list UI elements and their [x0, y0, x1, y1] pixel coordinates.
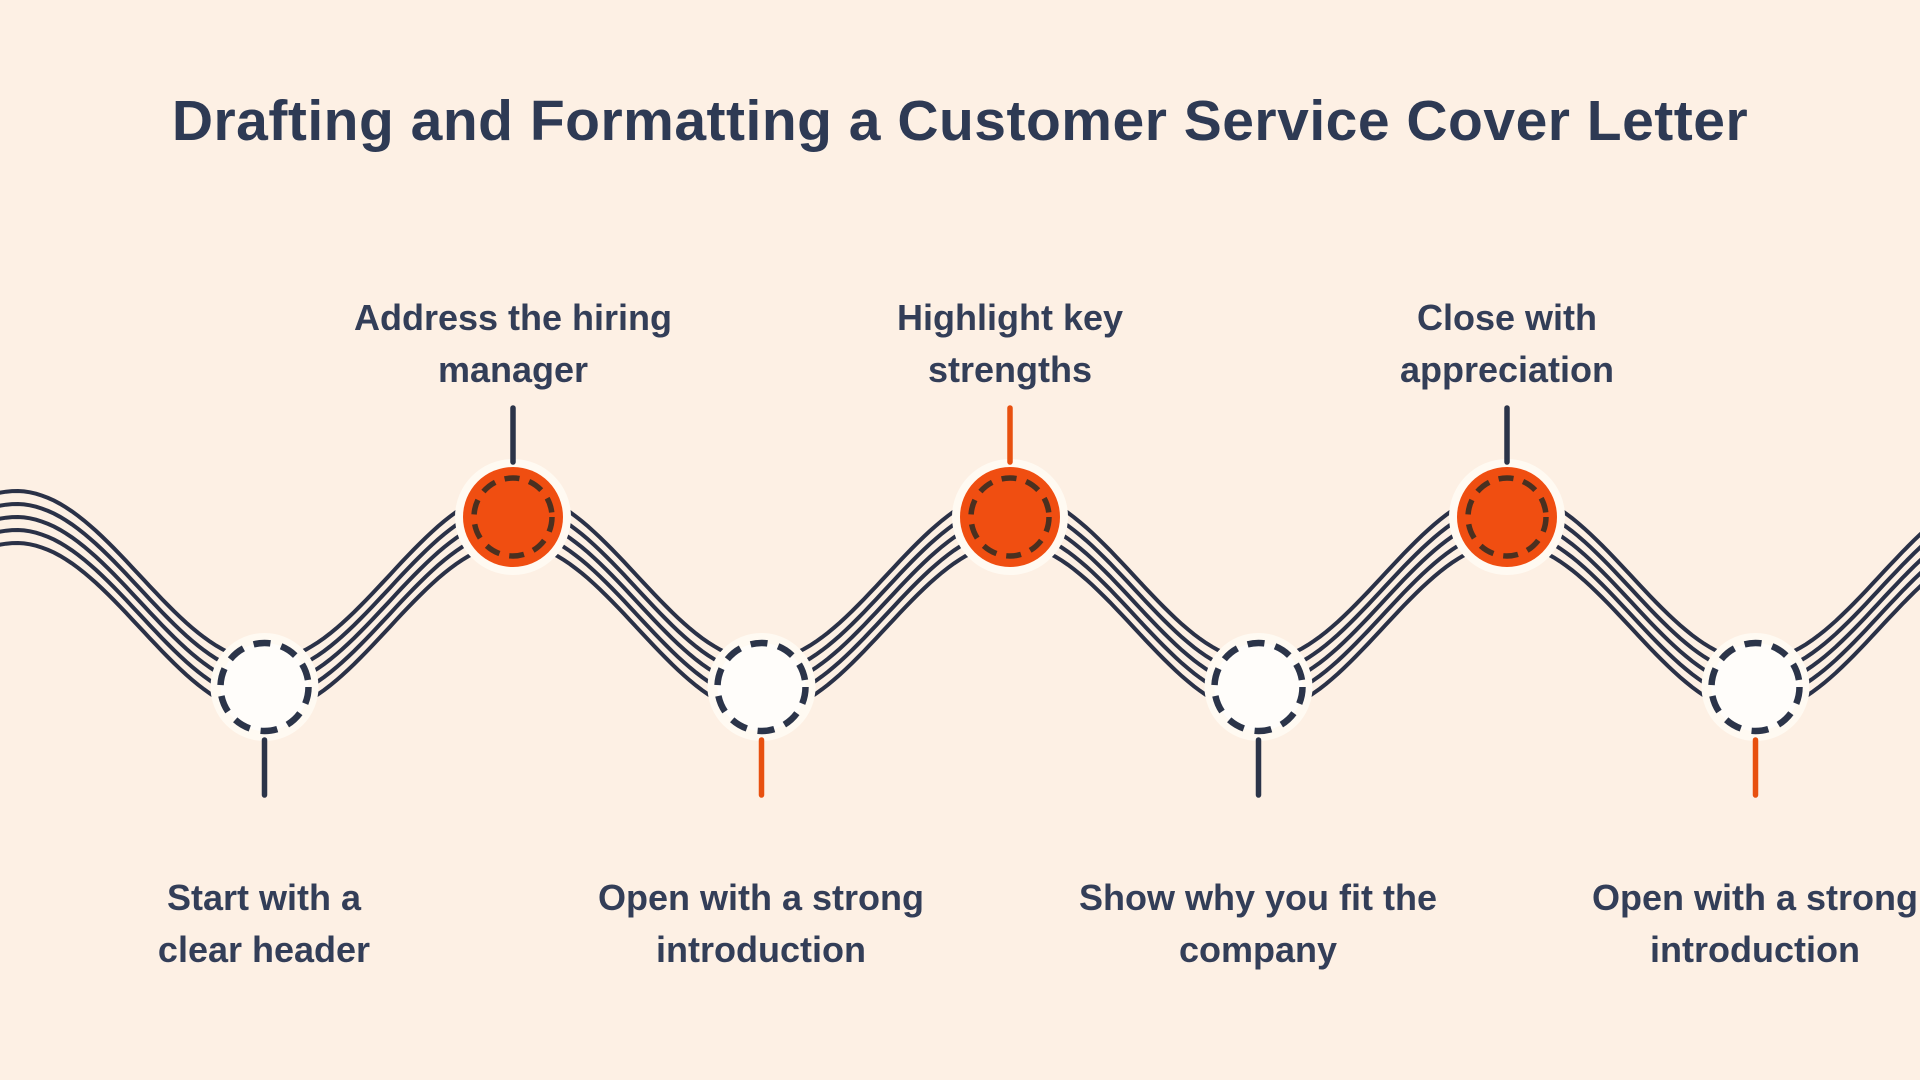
step-node-white	[714, 639, 809, 735]
step-label-close-with-appreciation: Close with appreciation	[1247, 292, 1767, 396]
dashed-ring	[968, 475, 1052, 559]
step-label-line: Start with a	[166, 877, 362, 918]
step-label-line: manager	[437, 349, 589, 390]
step-label-line: appreciation	[1399, 349, 1615, 390]
step-label-highlight-key-strengths: Highlight key strengths	[750, 292, 1270, 396]
step-node-white	[1211, 639, 1306, 735]
step-label-line: introduction	[656, 929, 866, 970]
step-node-orange	[463, 467, 563, 567]
step-label-line: clear header	[157, 929, 371, 970]
step-label-line: company	[1178, 929, 1338, 970]
step-label-open-strong-introduction-2: Open with a strong introduction	[1495, 872, 1920, 976]
step-label-show-why-you-fit: Show why you fit the company	[998, 872, 1518, 976]
step-label-open-strong-introduction-1: Open with a strong introduction	[501, 872, 1021, 976]
step-node-orange	[960, 467, 1060, 567]
step-label-line: strengths	[927, 349, 1093, 390]
step-label-line: Open with a strong	[1591, 877, 1918, 918]
dashed-ring	[1465, 475, 1549, 559]
step-label-line: introduction	[1650, 929, 1860, 970]
step-label-address-hiring-manager: Address the hiring manager	[253, 292, 773, 396]
page-title: Drafting and Formatting a Customer Servi…	[171, 89, 1749, 153]
step-node-orange	[1457, 467, 1557, 567]
step-node-white	[1708, 639, 1803, 735]
step-label-line: Open with a strong	[597, 877, 924, 918]
step-label-line: Address the hiring	[353, 297, 673, 338]
step-node-white	[217, 639, 312, 735]
step-label-line: Close with	[1416, 297, 1598, 338]
step-label-start-with-clear-header: Start with a clear header	[4, 872, 524, 976]
step-label-line: Show why you fit the	[1079, 877, 1437, 918]
step-label-line: Highlight key	[896, 297, 1124, 338]
dashed-ring	[471, 475, 555, 559]
